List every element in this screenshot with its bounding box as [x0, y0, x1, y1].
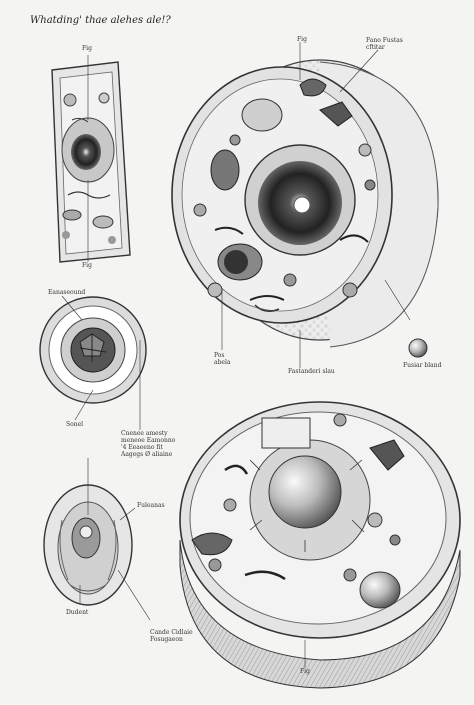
- fig-label-top-left-bottom: Fig: [82, 262, 92, 269]
- label-sonel: Sonel: [66, 421, 84, 428]
- round-cell: [39, 295, 147, 430]
- label-pos: Pos abela: [214, 352, 231, 366]
- fig-label-top-right: Fig: [297, 36, 307, 43]
- label-endoseound: Eanaseound: [48, 289, 86, 296]
- label-cnenee: Cnenee amesty meneoe Eamonno '4 Eeaeeno …: [121, 430, 176, 458]
- sliced-cell: [179, 401, 461, 689]
- label-fano-fustas: Fano Fustas cftitar: [366, 37, 403, 51]
- label-fusiar-bland: Fusiar bland: [403, 362, 442, 369]
- elongated-cell: [51, 55, 131, 263]
- page-title: Whatding' thae alehes ale!?: [30, 15, 171, 26]
- fig-label-top-left: Fig: [82, 45, 92, 52]
- label-dudent: Dudent: [66, 609, 89, 616]
- seed-cell: [43, 458, 151, 621]
- fig-label-bottom: Fig: [300, 668, 310, 675]
- label-fastanderi: Fastanderi slau: [288, 368, 335, 375]
- label-cande: Cande Cidlaie Fosugaeon: [150, 629, 193, 643]
- large-cut-cell: [171, 42, 439, 368]
- label-fuleanas: Fuleanas: [137, 502, 165, 509]
